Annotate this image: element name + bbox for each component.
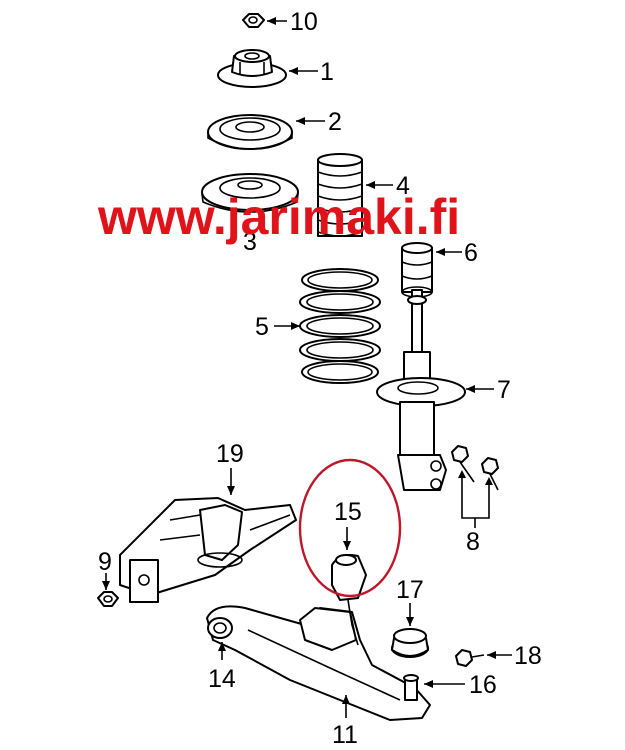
part-15-bushing	[331, 554, 367, 646]
label-1: 1	[320, 58, 334, 86]
part-10-nut	[242, 13, 265, 28]
highlight-circle	[298, 458, 402, 598]
label-11: 11	[332, 721, 358, 749]
part-18-bolt	[455, 649, 485, 667]
part-1-strut-mount	[217, 49, 287, 88]
part-19-crossmember	[119, 497, 297, 603]
label-3: 3	[243, 228, 257, 256]
label-6: 6	[464, 239, 478, 267]
part-9-nut	[97, 591, 119, 607]
part-7-strut	[376, 289, 466, 491]
watermark-text: www.jarimaki.fi	[97, 189, 460, 245]
label-16: 16	[469, 671, 497, 699]
part-5-coil-spring	[299, 268, 381, 384]
label-19: 19	[216, 440, 244, 468]
part-3-spring-seat	[201, 173, 299, 213]
bracket-8	[461, 473, 490, 528]
label-17: 17	[396, 576, 424, 604]
label-15: 15	[334, 498, 362, 526]
label-14: 14	[208, 665, 236, 693]
part-8-bolts	[451, 445, 499, 491]
label-4: 4	[396, 172, 410, 200]
part-4-dust-boot	[317, 153, 363, 237]
label-7: 7	[497, 376, 511, 404]
part-6-bump-stop	[401, 242, 433, 298]
label-2: 2	[328, 108, 342, 136]
part-17-bushing	[391, 628, 429, 658]
label-8: 8	[466, 528, 480, 556]
label-18: 18	[514, 642, 542, 670]
label-9: 9	[98, 548, 112, 576]
part-11-control-arm	[206, 605, 431, 721]
part-2-bearing	[207, 114, 293, 150]
label-10: 10	[290, 8, 318, 36]
label-5: 5	[255, 313, 269, 341]
